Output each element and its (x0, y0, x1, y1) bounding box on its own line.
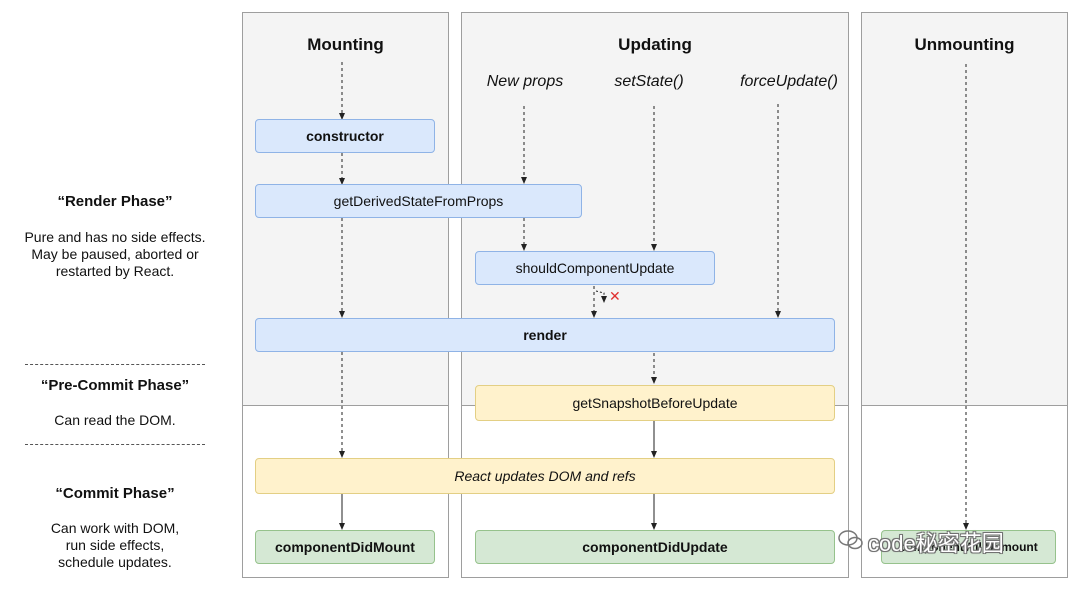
arrow-scu-cancel (595, 290, 607, 303)
trigger-set-state: setState() (614, 73, 684, 90)
node-should-component-update: shouldComponentUpdate (475, 251, 715, 285)
wechat-icon (838, 529, 864, 557)
node-component-did-update: componentDidUpdate (475, 530, 835, 564)
render-phase-description: Pure and has no side effects. May be pau… (24, 229, 206, 279)
mounting-title: Mounting (307, 35, 384, 54)
pre-commit-phase-title: “Pre-Commit Phase” (40, 377, 190, 394)
commit-phase-title: “Commit Phase” (55, 485, 175, 502)
node-render: render (255, 318, 835, 352)
updating-title: Updating (618, 35, 692, 54)
unmounting-column: Unmounting (861, 12, 1068, 578)
trigger-force-update: forceUpdate() (740, 73, 838, 90)
commit-phase-description: Can work with DOM, run side effects, sch… (50, 520, 180, 570)
render-phase-title: “Render Phase” (57, 193, 173, 210)
unmounting-render-area (862, 13, 1067, 406)
node-constructor: constructor (255, 119, 435, 153)
phase-divider-2 (25, 444, 205, 445)
cancel-mark-icon: ✕ (609, 288, 621, 304)
node-component-will-unmount: componentWillUnmount (881, 530, 1056, 564)
watermark: code秘密花园 (838, 526, 1004, 558)
node-react-updates-dom: React updates DOM and refs (255, 458, 835, 494)
node-get-derived-state-from-props: getDerivedStateFromProps (255, 184, 582, 218)
phase-divider-1 (25, 364, 205, 365)
node-get-snapshot-before-update: getSnapshotBeforeUpdate (475, 385, 835, 421)
unmounting-title: Unmounting (914, 35, 1015, 54)
pre-commit-phase-description: Can read the DOM. (54, 412, 176, 428)
node-component-did-mount: componentDidMount (255, 530, 435, 564)
trigger-new-props: New props (486, 73, 564, 90)
watermark-text: code秘密花园 (868, 531, 1004, 556)
